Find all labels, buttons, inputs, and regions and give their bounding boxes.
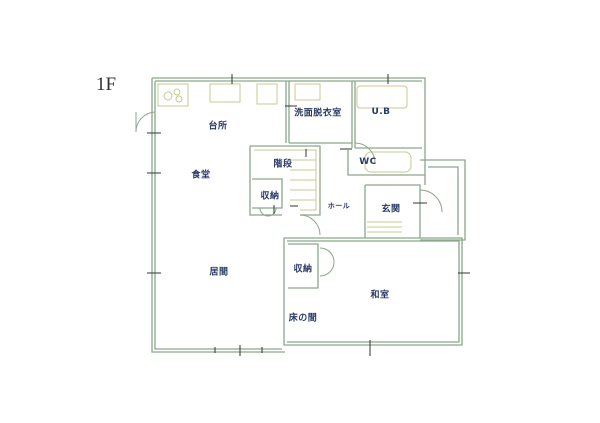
room-wc-label: WC — [359, 157, 377, 167]
room-entrance-label: 玄関 — [381, 204, 401, 215]
room-stairs-label: 階段 — [273, 159, 293, 170]
room-washitsu-label: 和室 — [370, 290, 390, 301]
room-dining-label: 食堂 — [191, 170, 211, 181]
room-storage2-label: 収納 — [293, 264, 313, 275]
room-washroom-label: 洗面脱衣室 — [294, 108, 342, 119]
room-storage1-label: 収納 — [260, 191, 280, 202]
room-living-label: 居間 — [209, 267, 229, 278]
room-hall-label: ホール — [327, 202, 351, 210]
floor-label: 1F — [96, 74, 117, 95]
room-kitchen-label: 台所 — [208, 121, 228, 132]
room-tokonoma-label: 床の間 — [288, 313, 318, 324]
room-bath-label: U.B — [371, 107, 391, 117]
outer-wall — [151, 78, 285, 353]
